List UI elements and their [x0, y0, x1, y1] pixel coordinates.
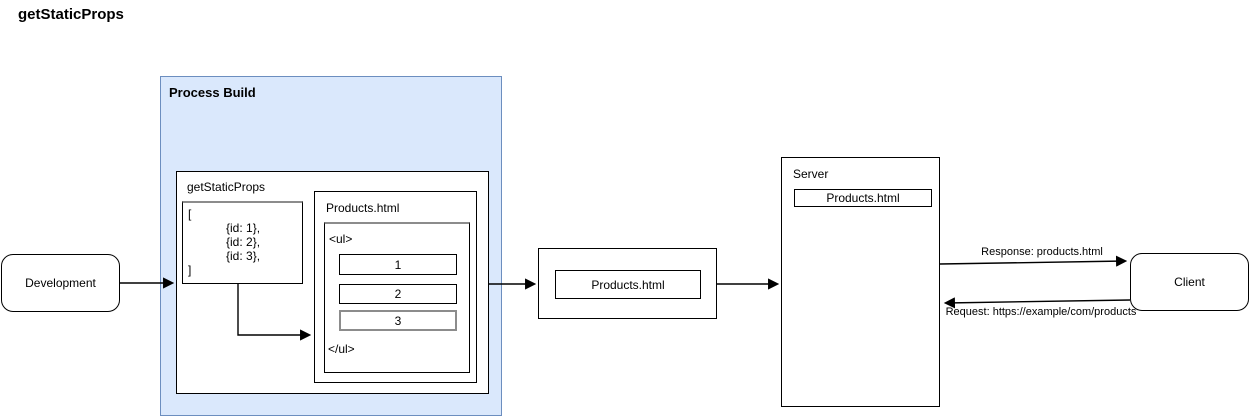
- edge-response: [939, 255, 1128, 267]
- process-build-label: Process Build: [169, 85, 256, 100]
- ul-render-box: <ul> 1 2 3 </ul>: [324, 222, 470, 373]
- data-array-box: [ {id: 1}, {id: 2}, {id: 3}, ]: [182, 201, 303, 284]
- array-item: {id: 1},: [226, 221, 261, 235]
- getstaticprops-label: getStaticProps: [187, 180, 266, 194]
- ul-close-tag: </ul>: [328, 342, 355, 356]
- list-item-2: 2: [339, 284, 457, 304]
- array-close-bracket: ]: [188, 263, 192, 277]
- server-label: Server: [793, 167, 829, 181]
- products-build-box: Products.html <ul> 1 2 3 </ul>: [314, 191, 477, 383]
- ul-open-tag: <ul>: [329, 232, 353, 246]
- array-open-bracket: [: [188, 207, 192, 221]
- server-file-box: Products.html: [794, 189, 932, 207]
- edge-request: [943, 297, 1131, 309]
- array-item: {id: 3},: [226, 249, 261, 263]
- page-title: getStaticProps: [18, 6, 124, 23]
- build-output-file: Products.html: [555, 270, 701, 299]
- list-item-3: 3: [339, 310, 457, 331]
- products-build-label: Products.html: [326, 201, 400, 215]
- build-output-box: Products.html: [538, 248, 717, 319]
- array-item: {id: 2},: [226, 235, 261, 249]
- request-edge-label: Request: https://example/com/products: [945, 306, 1137, 318]
- development-node: Development: [1, 254, 120, 312]
- server-node: Server Products.html: [781, 157, 940, 407]
- client-node: Client: [1130, 253, 1249, 311]
- response-edge-label: Response: products.html: [981, 246, 1103, 258]
- list-item-1: 1: [339, 254, 457, 275]
